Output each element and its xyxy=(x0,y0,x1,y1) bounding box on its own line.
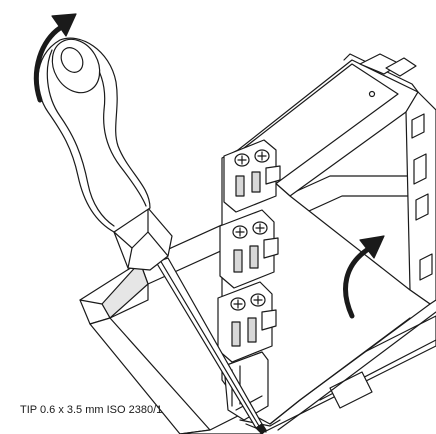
terminal-block-top xyxy=(223,139,281,213)
rotation-arrow-right xyxy=(343,235,385,319)
terminal-block-middle xyxy=(219,209,279,289)
rotation-arrow-left xyxy=(34,13,77,103)
terminal-block-bottom xyxy=(217,281,277,363)
relay-module xyxy=(217,53,436,433)
screwdriver xyxy=(37,37,267,434)
tip-specification-caption: TIP 0.6 x 3.5 mm ISO 2380/1 xyxy=(20,404,163,416)
